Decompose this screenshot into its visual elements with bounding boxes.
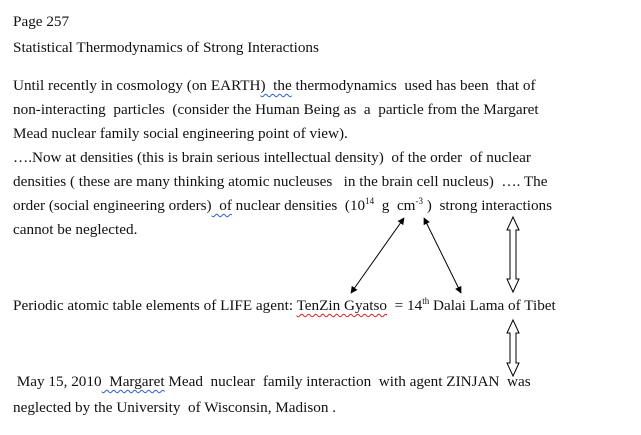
- page-number: Page 257: [13, 13, 70, 30]
- ordinal-suffix: th: [422, 296, 430, 306]
- grammar-flagged-text: Margaret: [101, 373, 165, 390]
- text-segment: Mead nuclear family interaction with age…: [164, 373, 531, 390]
- grammar-flagged-text: ) the: [260, 77, 292, 94]
- paragraph-line-6: order (social engineering orders) of nuc…: [13, 197, 552, 215]
- text-segment: May 15, 2010: [13, 373, 102, 390]
- paragraph-line-4: ….Now at densities (this is brain seriou…: [13, 149, 531, 166]
- spellcheck-flagged-name: TenZin Gyatso: [296, 297, 388, 314]
- text-segment: Until recently in cosmology (on EARTH: [13, 77, 261, 94]
- document-title: Statistical Thermodynamics of Strong Int…: [13, 39, 319, 56]
- text-segment: ) strong interactions: [423, 197, 553, 214]
- grammar-flagged-text: of: [211, 197, 232, 214]
- text-segment: order (social engineering orders): [13, 197, 212, 214]
- final-line-1: May 15, 2010 Margaret Mead nuclear famil…: [13, 373, 531, 391]
- exponent: 14: [365, 196, 375, 206]
- text-segment: Dalai Lama of Tibet: [429, 297, 556, 314]
- final-line-2: neglected by the University of Wisconsin…: [13, 399, 337, 416]
- double-arrow-left-diagonal: [350, 217, 405, 294]
- text-segment: = 14: [387, 297, 423, 314]
- text-segment: Periodic atomic table elements of LIFE a…: [13, 297, 297, 314]
- text-segment: thermodynamics used has been that of: [291, 77, 536, 94]
- paragraph-line-1: Until recently in cosmology (on EARTH) t…: [13, 77, 536, 95]
- paragraph-line-2: non-interacting particles (consider the …: [13, 101, 539, 118]
- paragraph-line-3: Mead nuclear family social engineering p…: [13, 125, 348, 142]
- exponent: -3: [415, 196, 424, 206]
- hollow-double-arrow-upper: [506, 215, 520, 294]
- hollow-double-arrow-lower: [506, 318, 520, 378]
- text-segment: g cm: [374, 197, 416, 214]
- paragraph-line-5: densities ( these are many thinking atom…: [13, 173, 548, 190]
- paragraph-line-7: cannot be neglected.: [13, 221, 138, 238]
- text-segment: nuclear densities (10: [231, 197, 366, 214]
- periodic-table-line: Periodic atomic table elements of LIFE a…: [13, 297, 556, 315]
- double-arrow-right-diagonal: [423, 217, 462, 294]
